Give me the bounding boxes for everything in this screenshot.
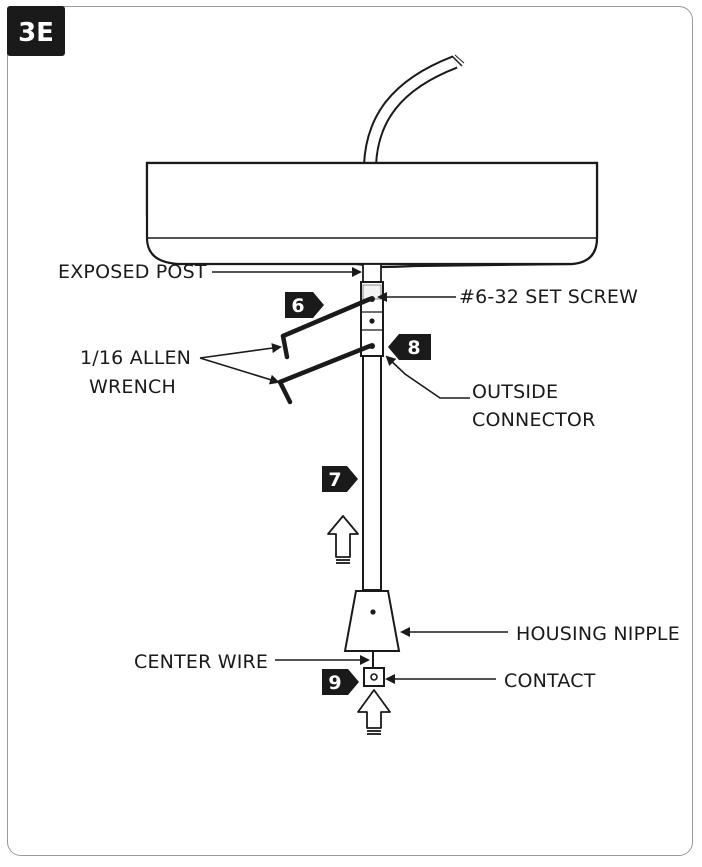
leader-allen-lower xyxy=(199,357,280,385)
label-contact: CONTACT xyxy=(504,670,596,692)
outside-connector xyxy=(360,281,384,357)
housing-nipple-hole xyxy=(370,609,376,615)
push-up-arrow-lower xyxy=(357,689,391,735)
power-cord xyxy=(363,54,465,166)
step-9-label: 9 xyxy=(328,672,341,694)
leader-allen-upper xyxy=(199,343,282,359)
label-outside-connector-line1: OUTSIDE xyxy=(472,381,558,403)
contact xyxy=(363,667,385,687)
figure-frame xyxy=(7,6,693,856)
label-set-screw: #6-32 SET SCREW xyxy=(459,286,638,308)
figure-badge: 3E xyxy=(7,6,65,56)
label-center-wire: CENTER WIRE xyxy=(134,651,268,673)
downrod xyxy=(362,355,382,591)
label-outside-connector-line2: CONNECTOR xyxy=(472,409,595,431)
step-8-label: 8 xyxy=(407,337,420,359)
allen-wrench-lower xyxy=(277,343,373,405)
label-housing-nipple: HOUSING NIPPLE xyxy=(516,623,680,645)
push-up-arrow-upper xyxy=(327,515,359,564)
step-badge-8: 8 xyxy=(388,334,431,360)
leader-lines xyxy=(199,267,508,684)
figure-badge-label: 3E xyxy=(18,18,54,48)
step-7-label: 7 xyxy=(328,469,341,491)
step-badge-6: 6 xyxy=(285,292,324,318)
canopy-body xyxy=(145,161,599,266)
housing-nipple xyxy=(343,590,401,652)
step-badge-9: 9 xyxy=(322,669,359,695)
set-screw-middle xyxy=(369,318,375,324)
label-allen-wrench-line1: 1/16 ALLEN xyxy=(80,347,191,369)
allen-wrench-upper xyxy=(280,296,373,360)
step-6-label: 6 xyxy=(291,295,304,317)
label-allen-wrench-line2: WRENCH xyxy=(89,376,176,398)
step-badge-7: 7 xyxy=(322,466,358,492)
leader-outside-connector xyxy=(385,355,470,399)
label-exposed-post: EXPOSED POST xyxy=(58,261,207,283)
